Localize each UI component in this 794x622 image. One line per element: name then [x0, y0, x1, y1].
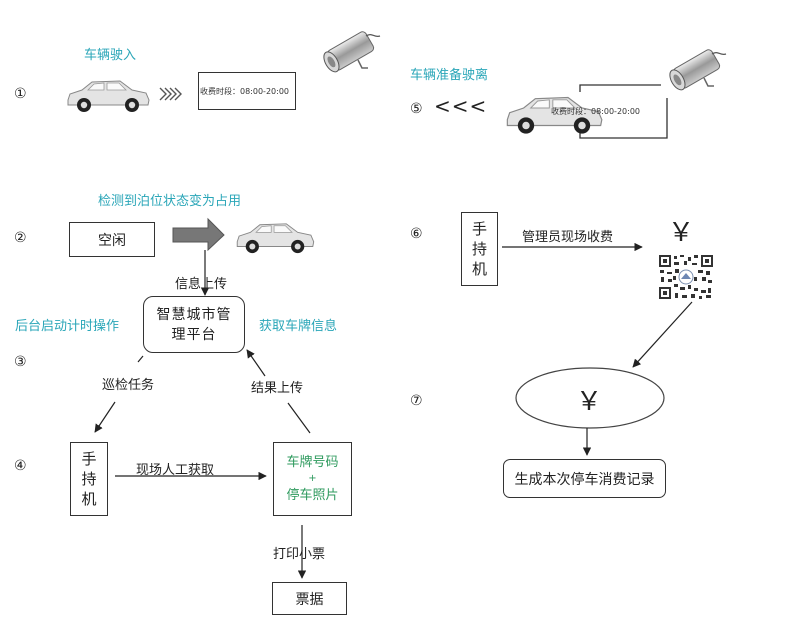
patrol-arrow [137, 355, 144, 363]
patrol-arrow-lower [94, 401, 116, 433]
payment-ellipse [515, 367, 665, 429]
handheld-char: 持 [81, 470, 97, 488]
onsite-fee-label: 管理员现场收费 [522, 230, 614, 245]
fee-hours-sign: 收费时段：08:00-20:00 [198, 72, 296, 110]
consumption-record-box: 生成本次停车消费记录 [503, 459, 666, 498]
platform-line-2: 理平台 [171, 326, 217, 343]
plus-text: + [308, 473, 317, 484]
result-upload-label: 结果上传 [251, 381, 304, 396]
step-number-2: ② [14, 230, 27, 246]
handheld-device-box-2: 手 持 机 [461, 212, 498, 286]
qr-to-payment-arrow [632, 301, 693, 368]
chevron-right-triple-icon [159, 87, 182, 101]
result-upload-arrow-upper [246, 349, 266, 377]
car-icon [67, 80, 150, 112]
step-number-5: ⑤ [410, 101, 423, 117]
fee-sign-bracket-lower [579, 98, 668, 139]
handheld-char: 机 [471, 260, 487, 278]
smart-city-platform-box: 智慧城市管 理平台 [143, 296, 245, 353]
idle-status-text: 空闲 [98, 232, 126, 249]
plate-photo-box: 车牌号码 + 停车照片 [273, 442, 352, 516]
receipt-text: 票据 [295, 591, 324, 608]
platform-line-1: 智慧城市管 [156, 306, 232, 323]
start-timing-caption: 后台启动计时操作 [15, 319, 120, 334]
idle-status-box: 空闲 [69, 222, 155, 257]
payment-yen-icon: ￥ [576, 387, 603, 417]
handheld-char: 机 [81, 490, 97, 508]
handheld-char: 手 [471, 220, 487, 238]
step-number-1: ① [14, 86, 27, 102]
parking-photo-text: 停车照片 [286, 488, 339, 503]
receipt-box: 票据 [272, 582, 347, 615]
step-number-6: ⑥ [410, 226, 423, 242]
vehicle-entering-caption: 车辆驶入 [84, 48, 137, 63]
leaving-car-icon [506, 96, 603, 134]
handheld-char: 持 [471, 240, 487, 258]
block-arrow-icon [172, 217, 225, 252]
plate-number-text: 车牌号码 [286, 455, 339, 470]
left-arrows-icon: <<< [434, 94, 488, 118]
vehicle-leaving-caption: 车辆准备驶离 [410, 68, 489, 83]
step-number-4: ④ [14, 458, 27, 474]
step-number-7: ⑦ [410, 393, 423, 409]
info-upload-label: 信息上传 [175, 277, 228, 292]
get-plate-info-caption: 获取车牌信息 [259, 319, 338, 334]
yen-icon: ￥ [668, 218, 695, 248]
handheld-char: 手 [81, 450, 97, 468]
print-ticket-label: 打印小票 [273, 547, 326, 562]
parked-car-icon [236, 223, 315, 254]
patrol-task-label: 巡检任务 [102, 378, 155, 393]
fee-hours-text: 收费时段：08:00-20:00 [200, 86, 289, 96]
exit-camera-icon [669, 49, 727, 91]
handheld-device-box: 手 持 机 [70, 442, 108, 516]
leaving-fee-hours-text: 收费时段：08:00-20:00 [551, 107, 640, 116]
consumption-record-text: 生成本次停车消费记录 [514, 471, 655, 488]
occupancy-detected-caption: 检测到泊位状态变为占用 [98, 194, 242, 209]
result-upload-arrow [287, 402, 311, 434]
step-number-3: ③ [14, 354, 27, 370]
fee-sign-bracket [579, 84, 661, 92]
manual-capture-label: 现场人工获取 [136, 463, 215, 478]
camera-icon [323, 31, 381, 73]
qr-code-icon [658, 254, 714, 300]
